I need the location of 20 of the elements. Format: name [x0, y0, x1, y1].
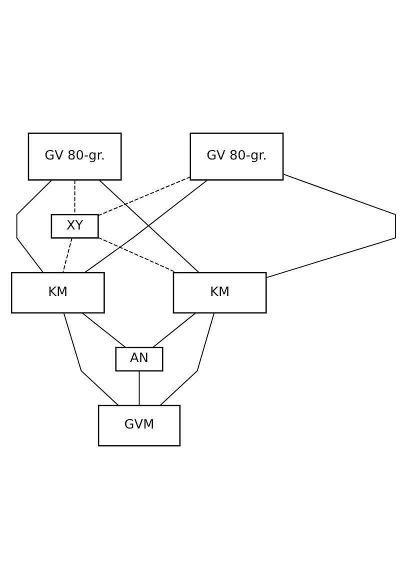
node-box: KM	[10, 272, 105, 314]
connector	[98, 180, 200, 273]
node-box: GVM	[98, 404, 181, 446]
connector	[82, 312, 126, 348]
connector	[98, 176, 191, 216]
node-box: XY	[50, 214, 99, 239]
node-box: GV 80-gr.	[28, 132, 122, 181]
connector	[62, 238, 72, 273]
node-box: GV 80-gr.	[190, 132, 284, 181]
connector	[266, 174, 396, 278]
connector	[152, 312, 196, 348]
node-box: AN	[115, 346, 164, 372]
connector	[138, 370, 140, 406]
node-box: KM	[172, 272, 267, 314]
connector	[74, 180, 76, 215]
connector	[98, 237, 177, 273]
connector	[16, 180, 52, 273]
connector	[84, 180, 208, 273]
connector	[160, 312, 215, 406]
connector	[63, 312, 119, 406]
